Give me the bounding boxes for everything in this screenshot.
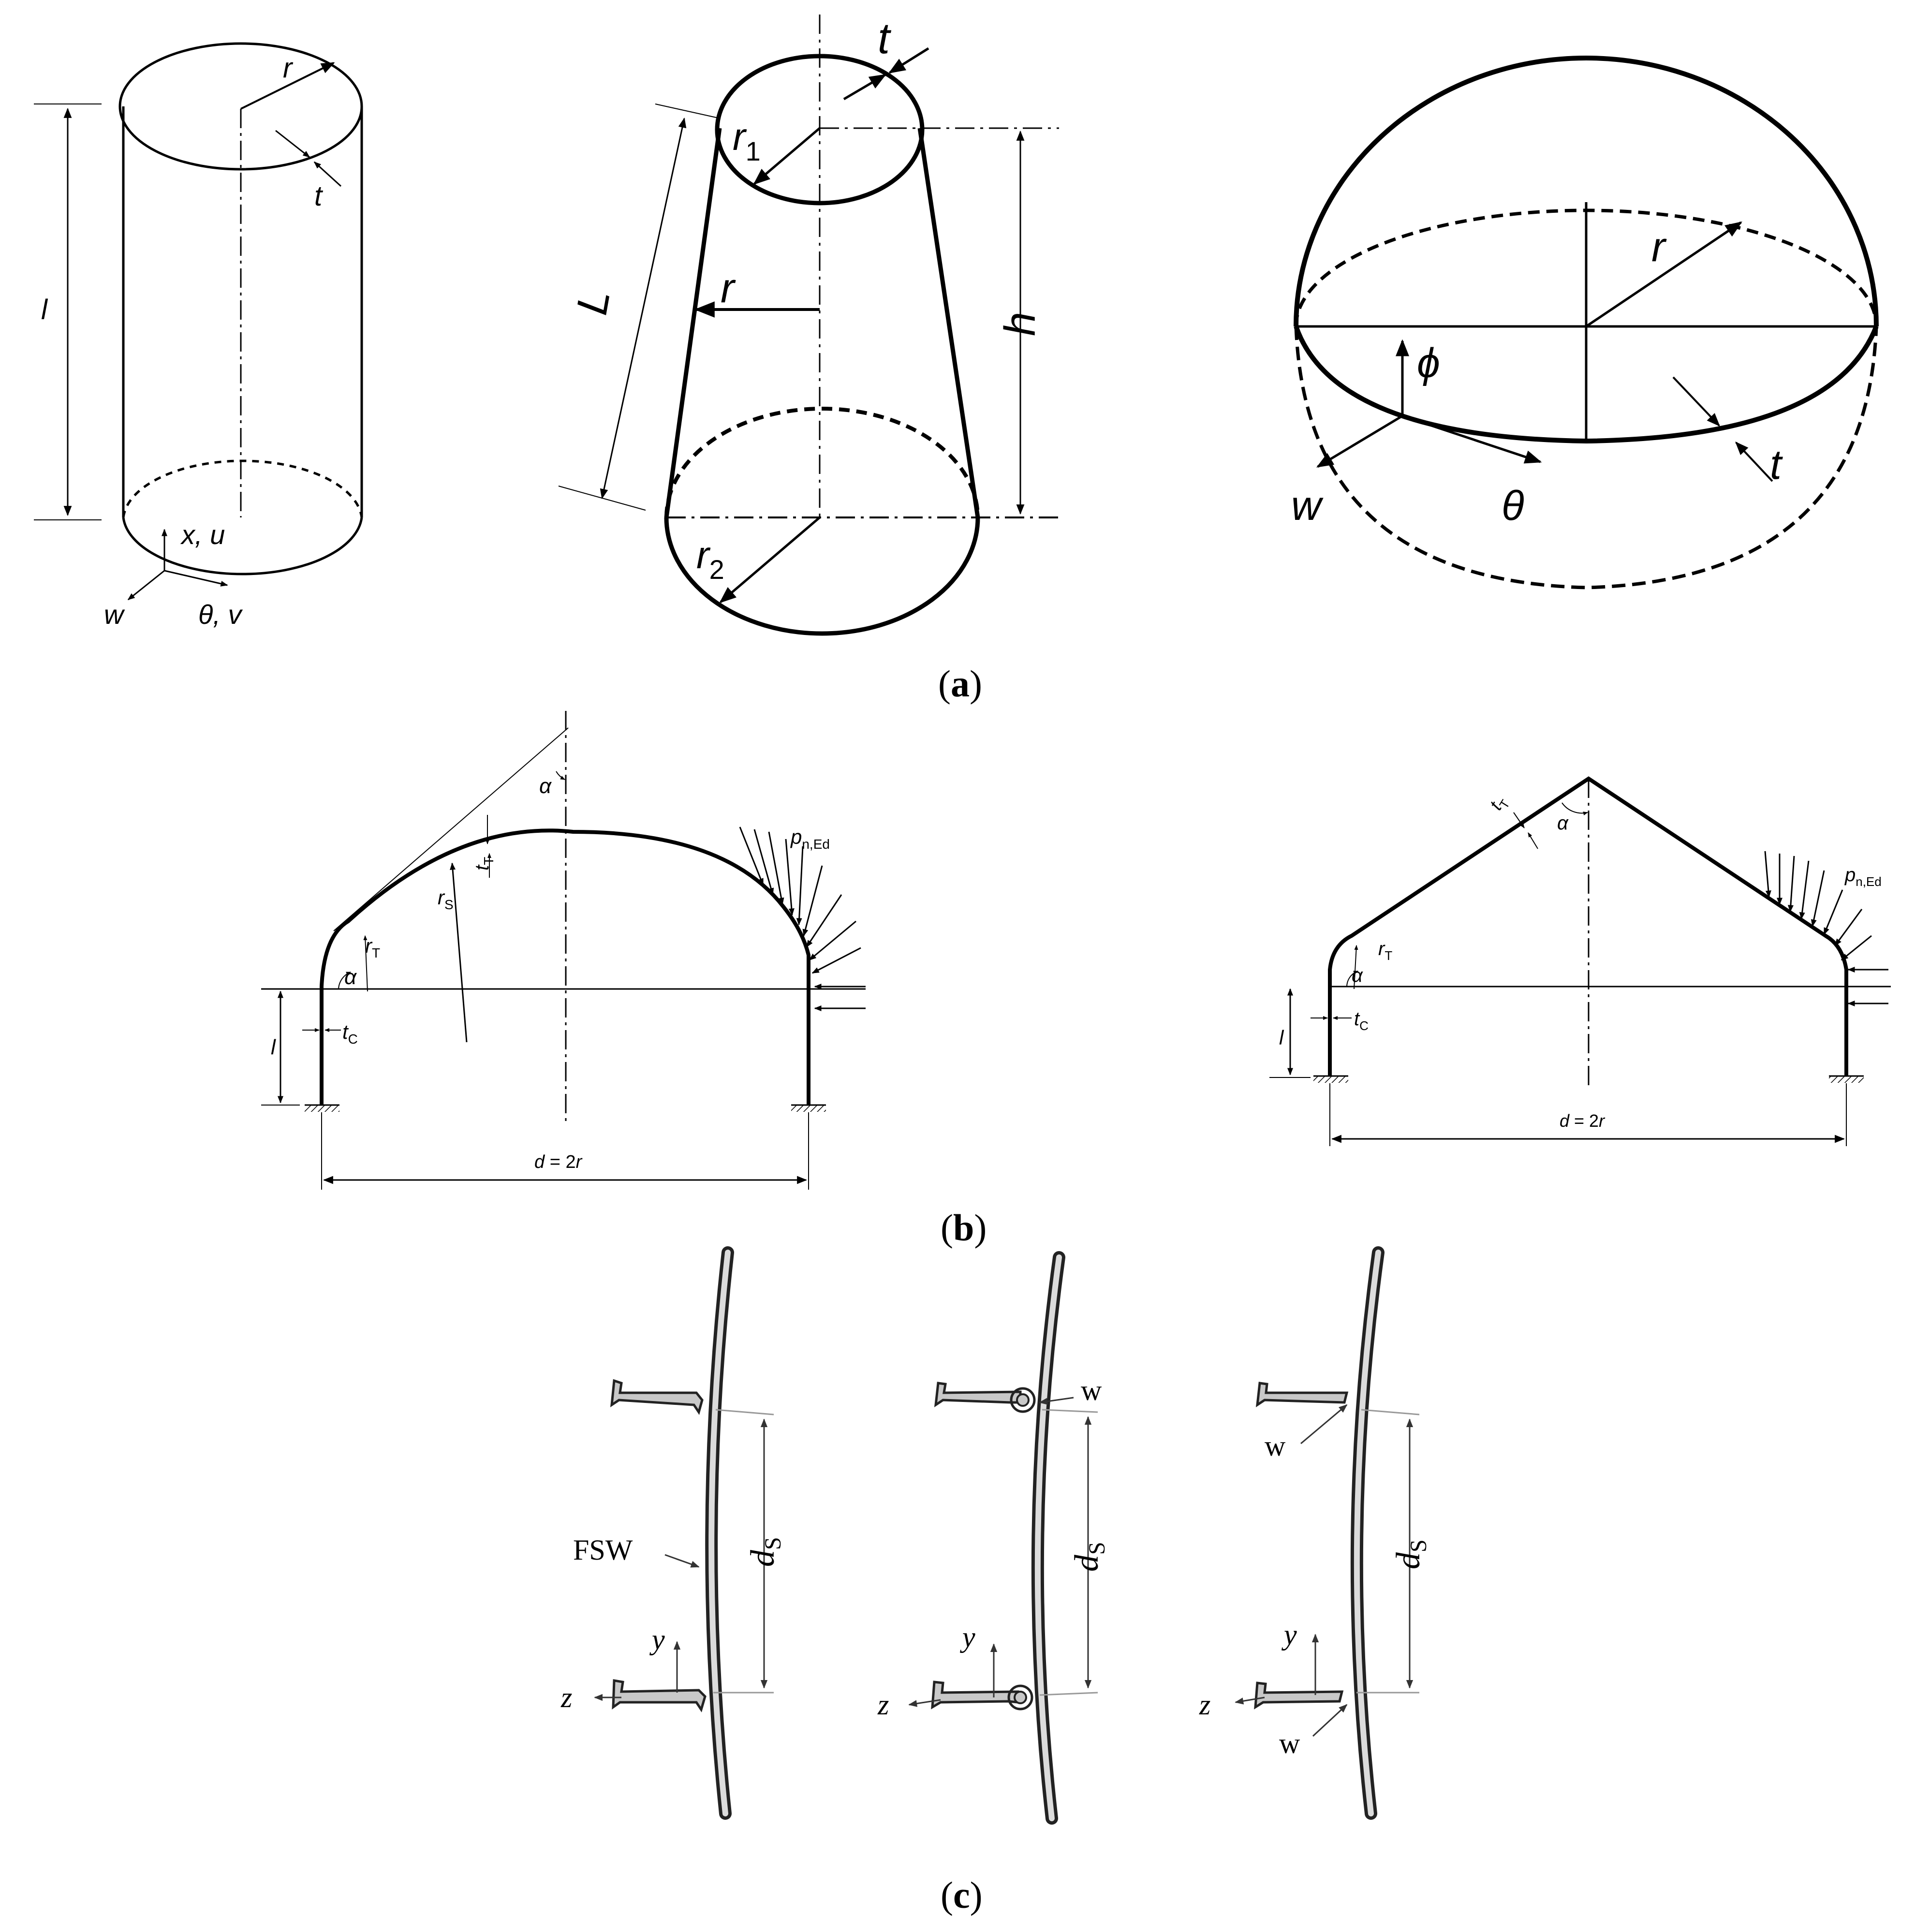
- cone-r2-sub: 2: [709, 554, 724, 585]
- cone-r2-label: r2: [696, 533, 724, 585]
- hemisphere-diagram: [1294, 56, 1879, 590]
- tori-alpha-top-label: α: [539, 774, 552, 798]
- hemisphere-t-label: t: [1770, 442, 1783, 488]
- stiffener-fsw-diagram: [594, 1246, 774, 1820]
- cone-L-label: L: [568, 286, 619, 318]
- cone-r1-label: r1: [733, 115, 761, 166]
- cylinder-theta-v-label: θ, v: [198, 599, 243, 630]
- cone-diagram: [558, 15, 1059, 636]
- tori-l-label: l: [271, 1035, 276, 1059]
- panel-a: r t l x, u w θ, v t r1 r L: [34, 15, 1879, 705]
- cone-r1-sub: 1: [746, 136, 761, 166]
- conical-l-label: l: [1279, 1026, 1284, 1049]
- stiffener-2-y-label: y: [959, 1621, 975, 1653]
- tori-rT-label: rT: [365, 934, 380, 960]
- stiffener-fsw-label: FSW: [573, 1534, 633, 1566]
- cylinder-diagram: [34, 42, 363, 601]
- torispherical-head-diagram: [261, 711, 866, 1190]
- conical-tC-label: tC: [1354, 1008, 1369, 1033]
- tori-alpha-bottom-label: α: [344, 965, 357, 989]
- hemisphere-theta-label: θ: [1502, 483, 1524, 529]
- tori-p-label: pn,Ed: [790, 826, 830, 852]
- stiffener-simple-weld-diagram: [1235, 1246, 1420, 1820]
- cylinder-xu-label: x, u: [180, 519, 225, 550]
- cone-r-label: r: [721, 265, 736, 311]
- cone-h-label: h: [996, 312, 1045, 336]
- panel-a-caption: (a): [938, 663, 982, 705]
- hemisphere-r-label: r: [1651, 224, 1667, 270]
- conical-alpha-top-label: α: [1557, 812, 1569, 834]
- stiffener-2-z-label: z: [877, 1689, 889, 1721]
- tori-d-label: d = 2r: [534, 1152, 583, 1172]
- stiffener-2-ds-label: dS: [1068, 1542, 1110, 1572]
- stiffener-3-w-bottom-label: w: [1279, 1727, 1300, 1759]
- stiffener-2-w-label: w: [1081, 1374, 1102, 1406]
- hemisphere-phi-label: ϕ: [1417, 340, 1440, 386]
- cylinder-l-label: l: [41, 294, 48, 325]
- cylinder-w-label: w: [104, 599, 125, 630]
- stiffener-welded-diagram: [908, 1251, 1098, 1825]
- tori-rS-label: rS: [438, 886, 454, 912]
- conical-head-diagram: [1269, 776, 1891, 1146]
- conical-d-label: d = 2r: [1560, 1111, 1606, 1131]
- stiffener-1-z-label: z: [560, 1681, 572, 1713]
- cylinder-t-label: t: [314, 180, 324, 212]
- conical-tT-label: tT: [1486, 792, 1513, 815]
- stiffener-3-y-label: y: [1281, 1619, 1297, 1651]
- panel-b: α tT rS rT α pn,Ed l tC d = 2r: [261, 711, 1891, 1249]
- panel-b-caption: (b): [941, 1207, 987, 1249]
- hemisphere-w-label: w: [1291, 483, 1324, 529]
- stiffener-3-ds-label: dS: [1390, 1539, 1431, 1569]
- tori-tC-label: tC: [342, 1020, 358, 1047]
- conical-rT-label: rT: [1378, 938, 1392, 963]
- cone-t-label: t: [878, 15, 892, 63]
- stiffener-3-z-label: z: [1199, 1689, 1210, 1721]
- stiffener-1-ds-label: dS: [744, 1537, 786, 1567]
- panel-c: FSW dS y z w dS y z: [560, 1246, 1431, 1916]
- cone-r1-main: r: [733, 115, 747, 158]
- cone-r2-main: r: [696, 533, 711, 576]
- conical-alpha-bottom-label: α: [1352, 965, 1363, 986]
- stiffener-3-w-top-label: w: [1265, 1430, 1286, 1462]
- tori-tT-label: tT: [471, 857, 496, 870]
- conical-p-label: pn,Ed: [1844, 864, 1882, 889]
- panel-c-caption: (c): [941, 1874, 983, 1916]
- cylinder-r-label: r: [283, 52, 294, 84]
- stiffener-1-y-label: y: [649, 1623, 665, 1655]
